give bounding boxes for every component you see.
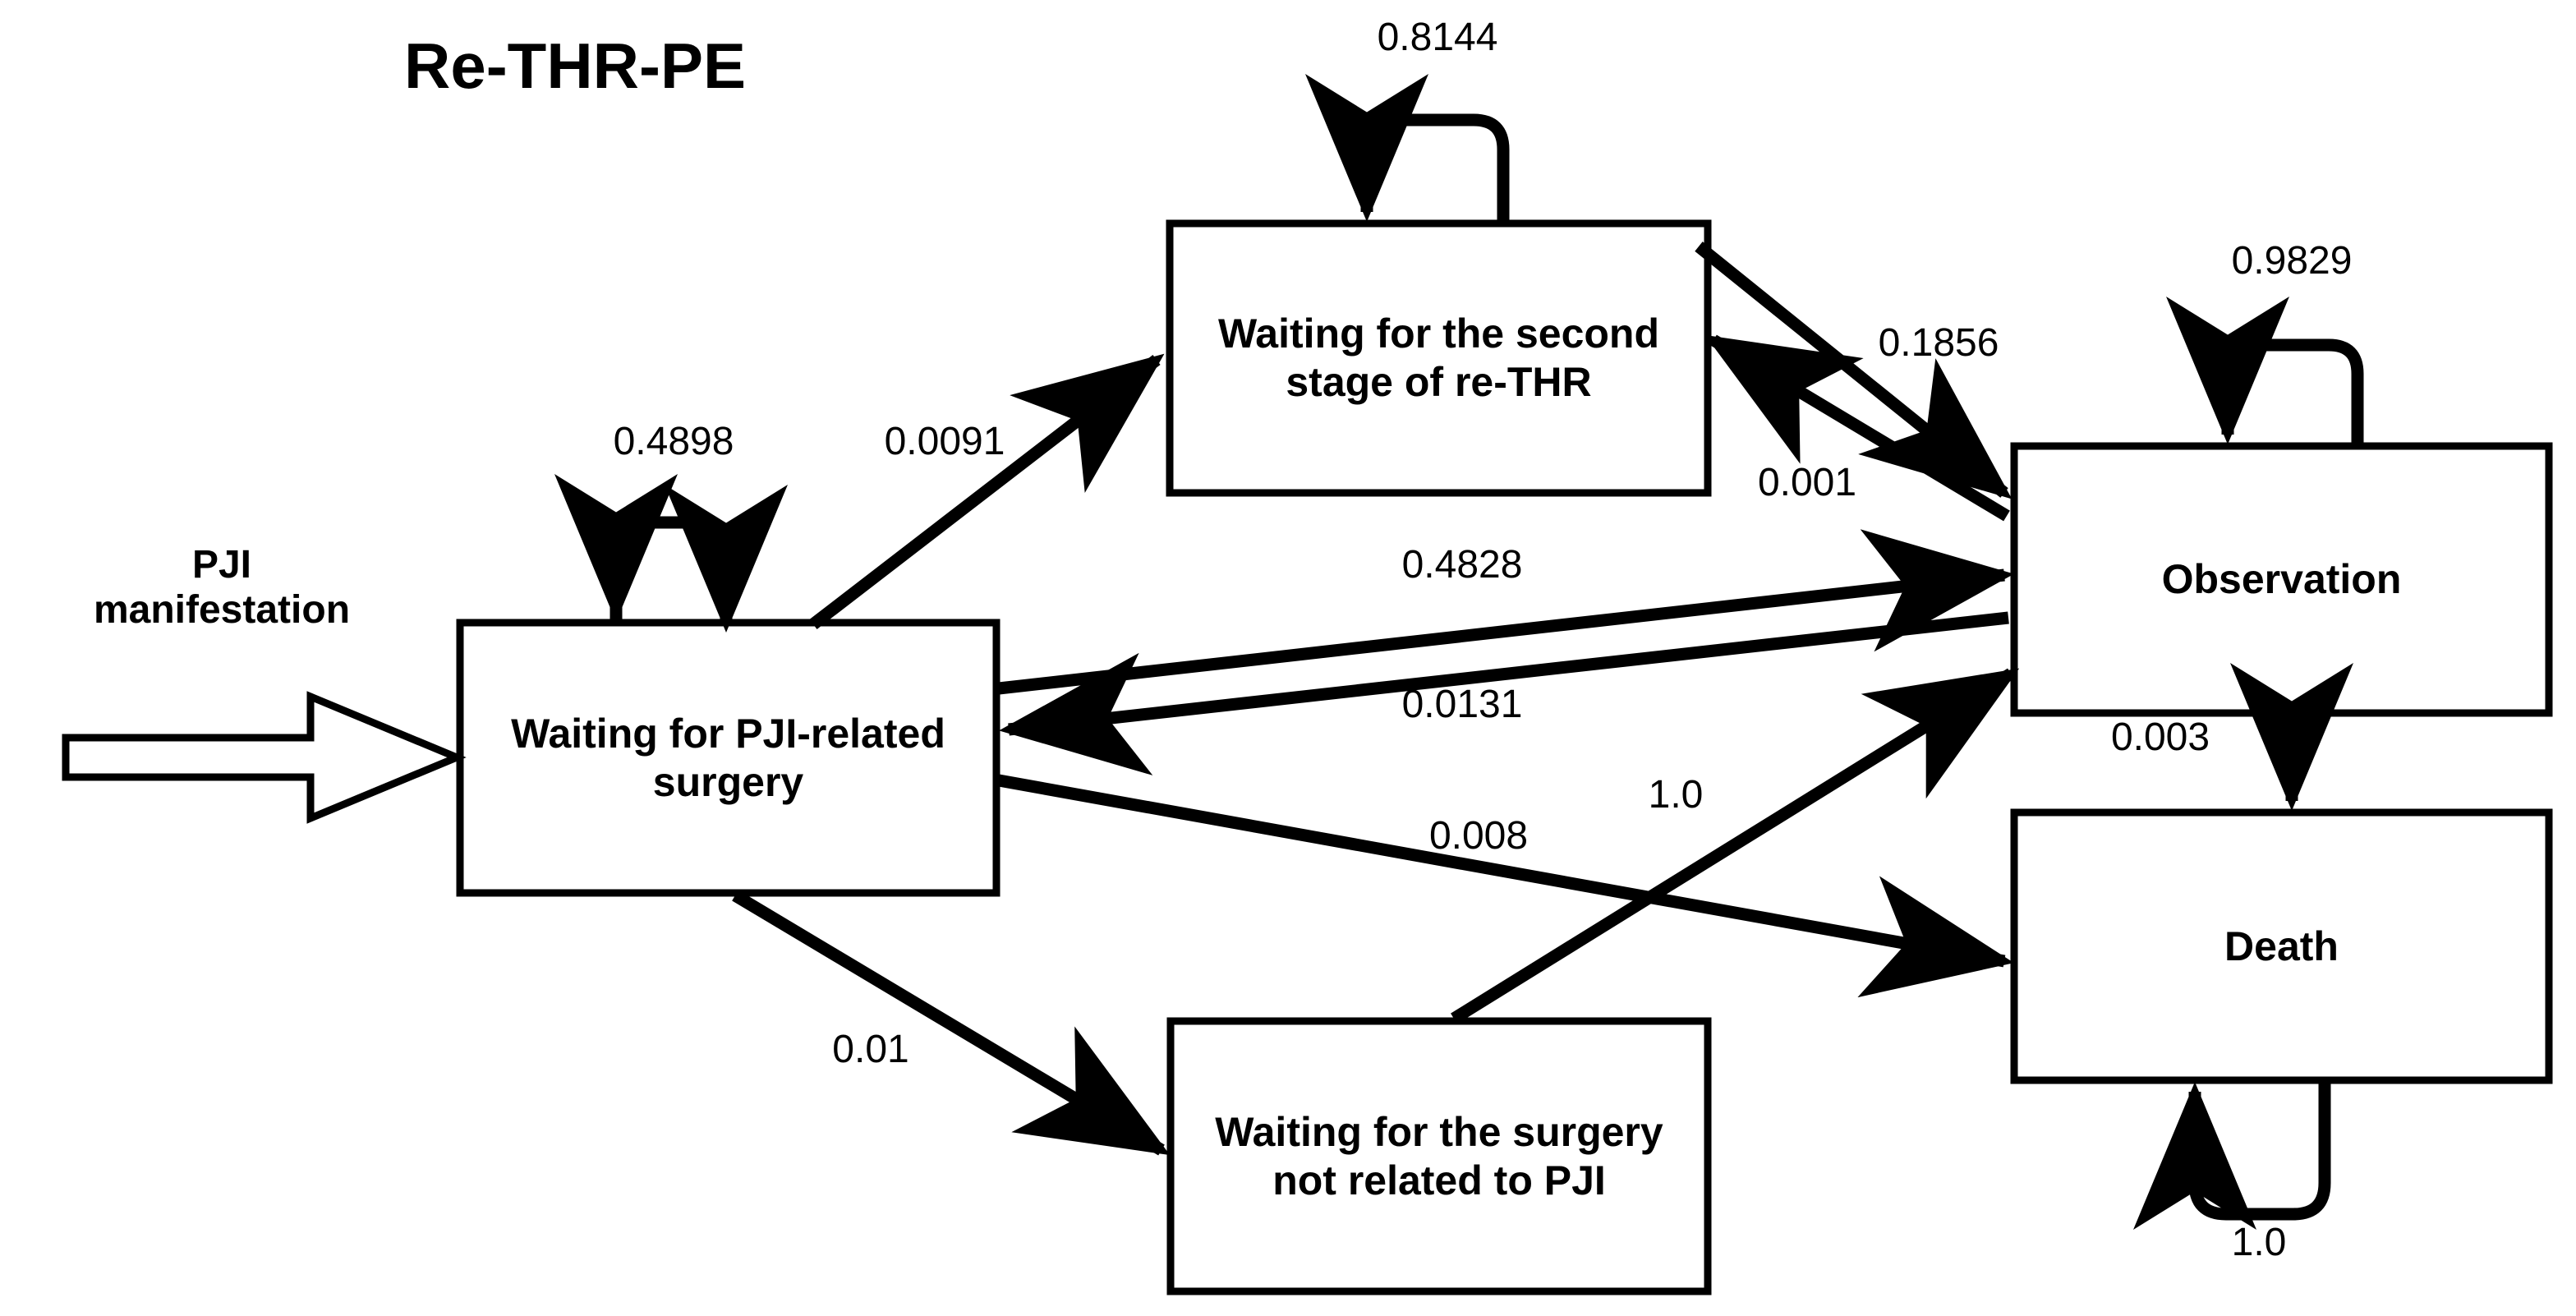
entry-block-arrow-icon [62,691,467,824]
edge-label-self-second-stage: 0.8144 [1377,16,1498,59]
edge-label-second-stage-to-observation: 0.1856 [1878,321,1999,365]
self-loop-waiting-second-stage [1305,74,1510,223]
edge-label-pji-to-non-pji: 0.01 [832,1028,909,1071]
self-loop-waiting-pji-surgery[interactable] [610,485,788,633]
edge-observation-to-pji [999,611,2009,775]
entry-label-line1: PJI [191,543,252,587]
node-box-waiting-pji-surgery[interactable] [456,619,1000,897]
diagram-title: Re-THR-PE [403,30,746,102]
edge-label-non-pji-to-observation: 1.0 [1648,773,1704,817]
edge-label-self-observation: 0.9829 [2231,239,2353,283]
edge-pji-to-death [997,774,2014,998]
edge-label-observation-to-second-stage: 0.001 [1757,461,1857,504]
edge-label-self-pji: 0.4898 [613,420,734,463]
edge-label-observation-to-pji: 0.0131 [1401,683,1523,726]
edge-observation-to-second-stage [1704,334,2010,522]
edge-pji-to-observation [998,529,2014,695]
edge-label-observation-to-death: 0.003 [2110,716,2210,759]
edge-pji-to-second-stage [809,353,1165,629]
self-loop-observation [2166,297,2364,446]
entry-label: PJI manifestation [25,542,419,633]
self-loop-waiting-pji-surgery-path [554,474,733,623]
edge-non-pji-to-observation [1451,668,2020,1024]
node-box-observation[interactable] [2010,442,2553,717]
edge-label-pji-to-observation: 0.4828 [1401,543,1523,587]
edge-second-stage-to-observation [1695,242,2012,499]
edge-pji-to-non-pji [732,890,1171,1156]
self-loop-death [2133,1080,2331,1230]
edge-label-self-death: 1.0 [2231,1221,2287,1264]
edge-label-pji-to-death: 0.008 [1428,814,1529,858]
node-box-waiting-non-pji-surgery[interactable] [1166,1017,1712,1295]
entry-label-line2: manifestation [93,588,351,633]
node-box-death[interactable] [2010,808,2553,1084]
edge-label-pji-to-second-stage: 0.0091 [884,420,1005,463]
node-box-waiting-second-stage[interactable] [1166,219,1712,497]
